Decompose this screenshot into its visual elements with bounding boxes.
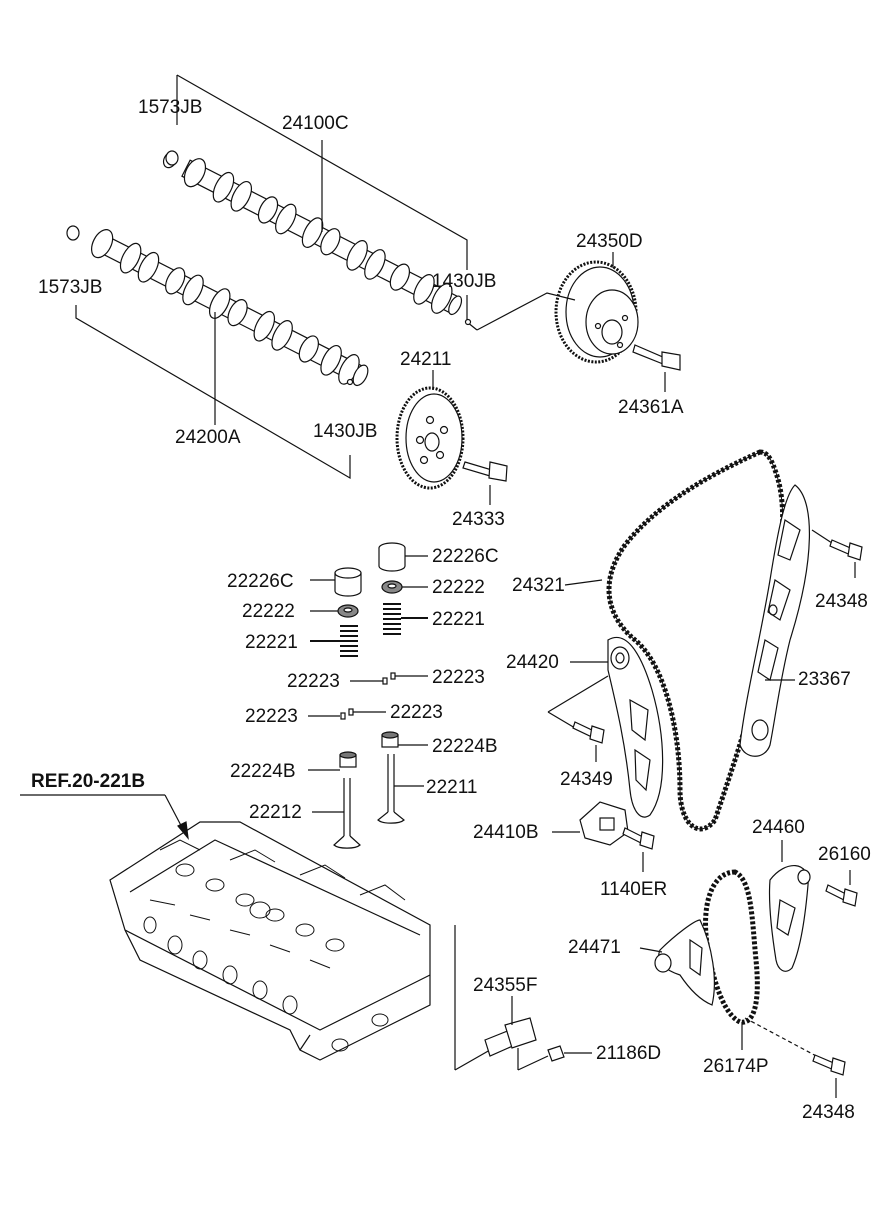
guide-23367	[739, 484, 811, 757]
tappet-22226c-left	[310, 567, 362, 597]
label-24349: 24349	[560, 769, 613, 790]
label-22224b-right: 22224B	[432, 736, 498, 757]
label-24471: 24471	[568, 937, 621, 958]
label-1573jb-left: 1573JB	[38, 277, 103, 298]
label-22223-c: 22223	[245, 706, 298, 727]
label-1430jb-top: 1430JB	[432, 271, 497, 292]
cylinder-head	[109, 821, 431, 1061]
label-22221-right: 22221	[432, 609, 485, 630]
label-22223-a: 22223	[287, 671, 340, 692]
ref-pointer	[20, 794, 189, 840]
label-1140er: 1140ER	[600, 879, 668, 900]
bolt-24349	[547, 711, 605, 762]
label-24410b: 24410B	[473, 822, 539, 843]
label-22226c-right: 22226C	[432, 546, 499, 567]
label-24420: 24420	[506, 652, 559, 673]
sprocket-24211	[395, 386, 465, 490]
label-24361a: 24361A	[618, 397, 684, 418]
valve-22211	[377, 754, 424, 824]
tensioner-24410b	[552, 801, 629, 846]
label-1430jb-mid: 1430JB	[313, 421, 378, 442]
label-24211: 24211	[400, 349, 452, 370]
spring-22221-left	[310, 625, 358, 657]
guide-24471	[639, 919, 715, 1006]
label-22222-right: 22222	[432, 577, 485, 598]
label-21186d: 21186D	[596, 1043, 662, 1064]
bolt-26160	[825, 870, 858, 907]
seal-22224b-left	[308, 751, 357, 771]
camshaft-24200a	[91, 229, 369, 387]
valve-22212	[312, 778, 361, 849]
label-ref-20-221b: REF.20-221B	[31, 771, 146, 792]
label-24333: 24333	[452, 509, 505, 530]
label-26174p: 26174P	[703, 1056, 769, 1077]
bolt-24333	[462, 461, 508, 505]
pin-1430jb-mid	[346, 378, 354, 386]
bolt-24348-top	[811, 529, 863, 578]
label-22223-b: 22223	[432, 667, 485, 688]
bolt-1140er	[622, 827, 655, 872]
bolt-21186d	[547, 1045, 592, 1062]
retainer-22222-left	[310, 604, 359, 618]
label-24100c: 24100C	[282, 113, 349, 134]
label-22224b-left: 22224B	[230, 761, 296, 782]
label-24200a: 24200A	[175, 427, 241, 448]
guide-24460	[768, 840, 811, 972]
camshaft-24100c	[162, 151, 463, 316]
seal-22224b-right	[381, 731, 428, 748]
tappet-22226c-right	[378, 542, 428, 572]
cvvt-sprocket-24350d	[476, 260, 639, 364]
tensioner-arm-24420	[547, 636, 664, 818]
plug-1573jb-left	[66, 225, 80, 241]
label-22221-left: 22221	[245, 632, 298, 653]
bolt-24348-bottom	[812, 1054, 846, 1098]
ocv-24355f	[454, 925, 549, 1071]
keepers-22223	[308, 672, 428, 720]
label-22223-d: 22223	[390, 702, 443, 723]
label-1573jb-top: 1573JB	[138, 97, 203, 118]
camshaft-frame-top	[176, 74, 468, 322]
plug-1573jb-top	[165, 150, 179, 166]
bolt-24361a	[632, 344, 681, 392]
label-24348-top: 24348	[815, 591, 868, 612]
label-22211: 22211	[426, 777, 478, 798]
spring-22221-right	[383, 603, 428, 635]
label-22222-left: 22222	[242, 601, 295, 622]
label-24355f: 24355F	[473, 975, 538, 996]
label-24321: 24321	[512, 575, 565, 596]
chain-26174p	[703, 869, 821, 1059]
label-23367: 23367	[798, 669, 851, 690]
retainer-22222-right	[381, 580, 428, 594]
label-22226c-left: 22226C	[227, 571, 294, 592]
label-26160: 26160	[818, 844, 871, 865]
pin-1430jb-top	[464, 318, 472, 326]
label-22212: 22212	[249, 802, 302, 823]
label-24460: 24460	[752, 817, 805, 838]
label-24350d: 24350D	[576, 231, 643, 252]
label-24348-bottom: 24348	[802, 1102, 855, 1123]
camshaft-frame-bottom	[75, 305, 351, 480]
